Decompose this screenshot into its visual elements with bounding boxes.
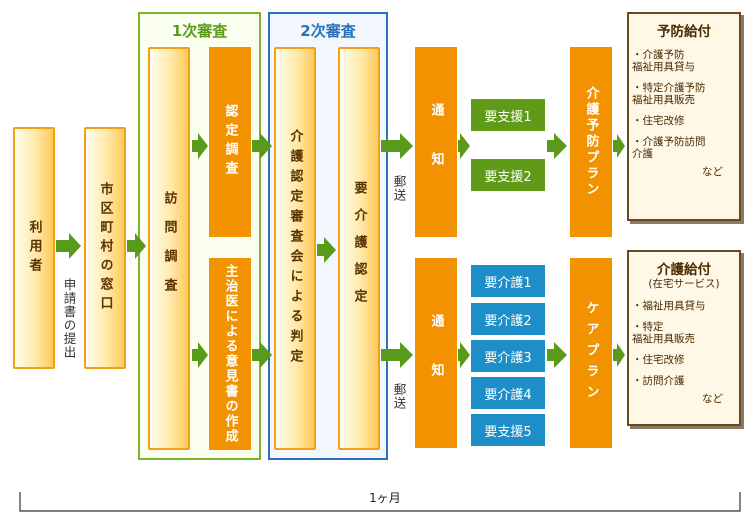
municipal-window-box: 市区町村の窓口 <box>84 127 126 369</box>
duration-label: 1ヶ月 <box>355 489 415 506</box>
doctor-opinion-box: 主治医による意見書の作成 <box>209 258 251 450</box>
care-level-3-box: 要介護3 <box>471 340 545 372</box>
care-certification-box: 要介護認定 <box>338 47 380 450</box>
first-review-label: 1次審査 <box>138 20 261 41</box>
care-benefit-item: 訪問介護 <box>629 375 739 387</box>
care-benefit-item: 特定 福祉用具販売 <box>629 321 739 345</box>
support-level-1-box: 要支援1 <box>471 99 545 131</box>
prevention-benefits-list: 介護予防 福祉用具貸与 特定介護予防 福祉用具販売 住宅改修 介護予防訪問 介護 <box>629 49 739 160</box>
application-label: 申請書の提出 <box>56 266 82 370</box>
prevention-benefit-item: 介護予防 福祉用具貸与 <box>629 49 739 73</box>
arrow-notice-to-care-icon <box>458 342 470 368</box>
second-review-label: 2次審査 <box>268 20 388 41</box>
prevention-benefit-item: 住宅改修 <box>629 115 739 127</box>
support-level-2-box: 要支援2 <box>471 159 545 191</box>
arrow-care-to-care-plan-icon <box>547 342 567 368</box>
visit-survey-box: 訪問調査 <box>148 47 190 450</box>
care-plan-box: ケアプラン <box>570 258 612 448</box>
care-benefits-etc: など <box>629 391 739 406</box>
arrow-support-to-prevention-plan-icon <box>547 133 567 159</box>
prevention-benefits-title: 予防給付 <box>629 20 739 40</box>
arrow-notice-to-support-icon <box>458 133 470 159</box>
user-box: 利用者 <box>13 127 55 369</box>
notice-box-top: 通知 <box>415 47 457 237</box>
arrow-prevention-plan-to-benefits-icon <box>613 134 625 158</box>
arrow-care-plan-to-benefits-icon <box>613 343 625 367</box>
care-benefits-list: 福祉用具貸与 特定 福祉用具販売 住宅改修 訪問介護 <box>629 300 739 387</box>
care-level-2-box: 要介護2 <box>471 303 545 335</box>
care-level-5-box: 要支援5 <box>471 414 545 446</box>
review-committee-box: 介護認定審査会による判定 <box>274 47 316 450</box>
care-benefits-title: 介護給付 <box>629 258 739 278</box>
prevention-benefit-item: 介護予防訪問 介護 <box>629 136 739 160</box>
care-benefit-item: 住宅改修 <box>629 354 739 366</box>
certification-survey-box: 認定調査 <box>209 47 251 237</box>
care-level-1-box: 要介護1 <box>471 265 545 297</box>
care-benefit-item: 福祉用具貸与 <box>629 300 739 312</box>
mail-label-top: 郵送 <box>386 170 412 206</box>
care-benefits-subtitle: (在宅サービス) <box>629 276 739 291</box>
prevention-benefits-etc: など <box>629 164 739 179</box>
prevention-plan-box: 介護予防プラン <box>570 47 612 237</box>
care-benefits-panel: 介護給付 (在宅サービス) 福祉用具貸与 特定 福祉用具販売 住宅改修 訪問介護… <box>627 250 741 426</box>
prevention-benefit-item: 特定介護予防 福祉用具販売 <box>629 82 739 106</box>
mail-label-bottom: 郵送 <box>386 378 412 414</box>
notice-box-bottom: 通知 <box>415 258 457 448</box>
care-level-4-box: 要介護4 <box>471 377 545 409</box>
arrow-user-to-window-icon <box>56 233 81 259</box>
prevention-benefits-panel: 予防給付 介護予防 福祉用具貸与 特定介護予防 福祉用具販売 住宅改修 介護予防… <box>627 12 741 221</box>
